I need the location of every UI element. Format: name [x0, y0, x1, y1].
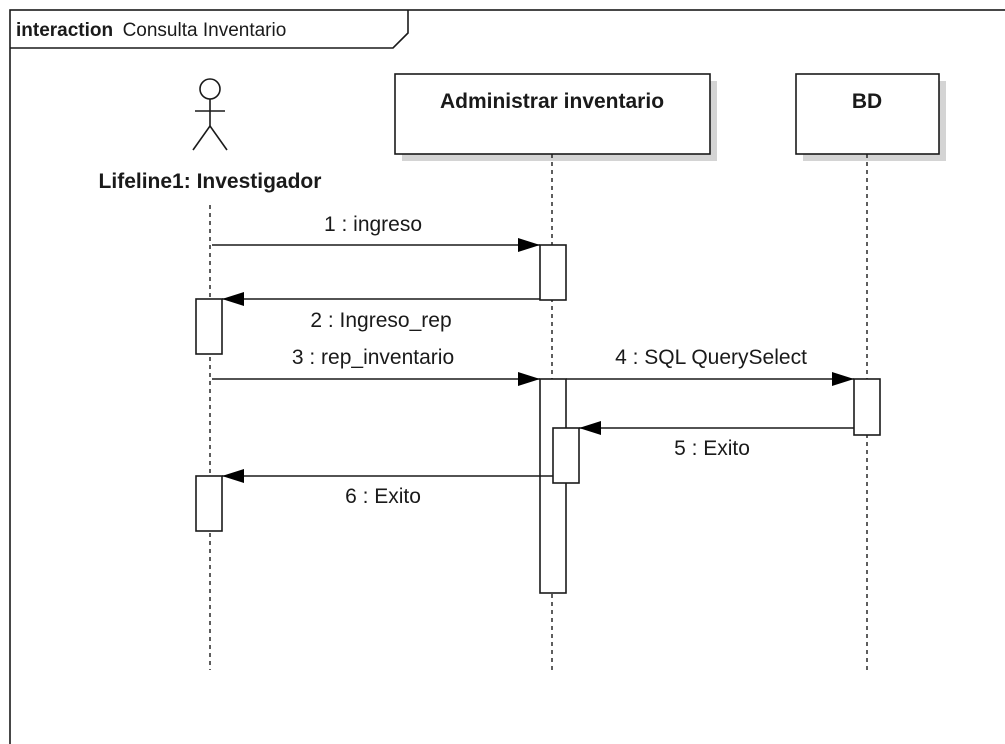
arrowhead-icon	[222, 469, 244, 483]
activation-bar	[539, 244, 567, 301]
lifeline-admin: Administrar inventario	[394, 73, 717, 670]
lifeline-label: Lifeline1: Investigador	[99, 170, 322, 193]
lifeline-bd: BD	[795, 73, 946, 670]
message-3: 3 : rep_inventario	[212, 346, 540, 386]
arrowhead-icon	[579, 421, 601, 435]
arrowhead-icon	[518, 238, 540, 252]
interaction-frame: interaction Consulta Inventario	[9, 9, 1005, 744]
lifeline-head	[795, 73, 940, 155]
message-6: 6 : Exito	[222, 469, 553, 508]
lifeline-actor: Lifeline1: Investigador	[99, 78, 322, 670]
arrowhead-icon	[518, 372, 540, 386]
messages: 1 : ingreso 2 : Ingreso_rep 3 : rep_inve…	[212, 213, 854, 508]
message-label: 3 : rep_inventario	[292, 346, 454, 369]
message-label: 5 : Exito	[674, 437, 750, 460]
activation-bar	[552, 427, 580, 484]
message-label: 2 : Ingreso_rep	[310, 309, 451, 332]
message-2: 2 : Ingreso_rep	[222, 292, 540, 332]
activation-bars	[195, 244, 881, 594]
activation-bar	[853, 378, 881, 436]
frame-keyword: interaction	[16, 20, 113, 41]
activation-bar	[195, 475, 223, 532]
frame-title: interaction Consulta Inventario	[16, 20, 286, 41]
lifeline-label: Administrar inventario	[440, 90, 664, 113]
lifeline-label: BD	[852, 90, 882, 113]
arrowhead-icon	[832, 372, 854, 386]
message-label: 4 : SQL QuerySelect	[615, 346, 807, 369]
message-1: 1 : ingreso	[212, 213, 540, 252]
message-label: 6 : Exito	[345, 485, 421, 508]
message-5: 5 : Exito	[579, 421, 854, 460]
lifeline-head	[394, 73, 711, 155]
actor-icon	[192, 78, 228, 151]
frame-name: Consulta Inventario	[123, 20, 287, 41]
message-label: 1 : ingreso	[324, 213, 422, 236]
activation-bar	[539, 378, 567, 594]
frame-tab	[10, 10, 409, 49]
activation-bar	[195, 298, 223, 355]
message-4: 4 : SQL QuerySelect	[566, 346, 854, 386]
arrowhead-icon	[222, 292, 244, 306]
frame-border	[9, 9, 1005, 744]
